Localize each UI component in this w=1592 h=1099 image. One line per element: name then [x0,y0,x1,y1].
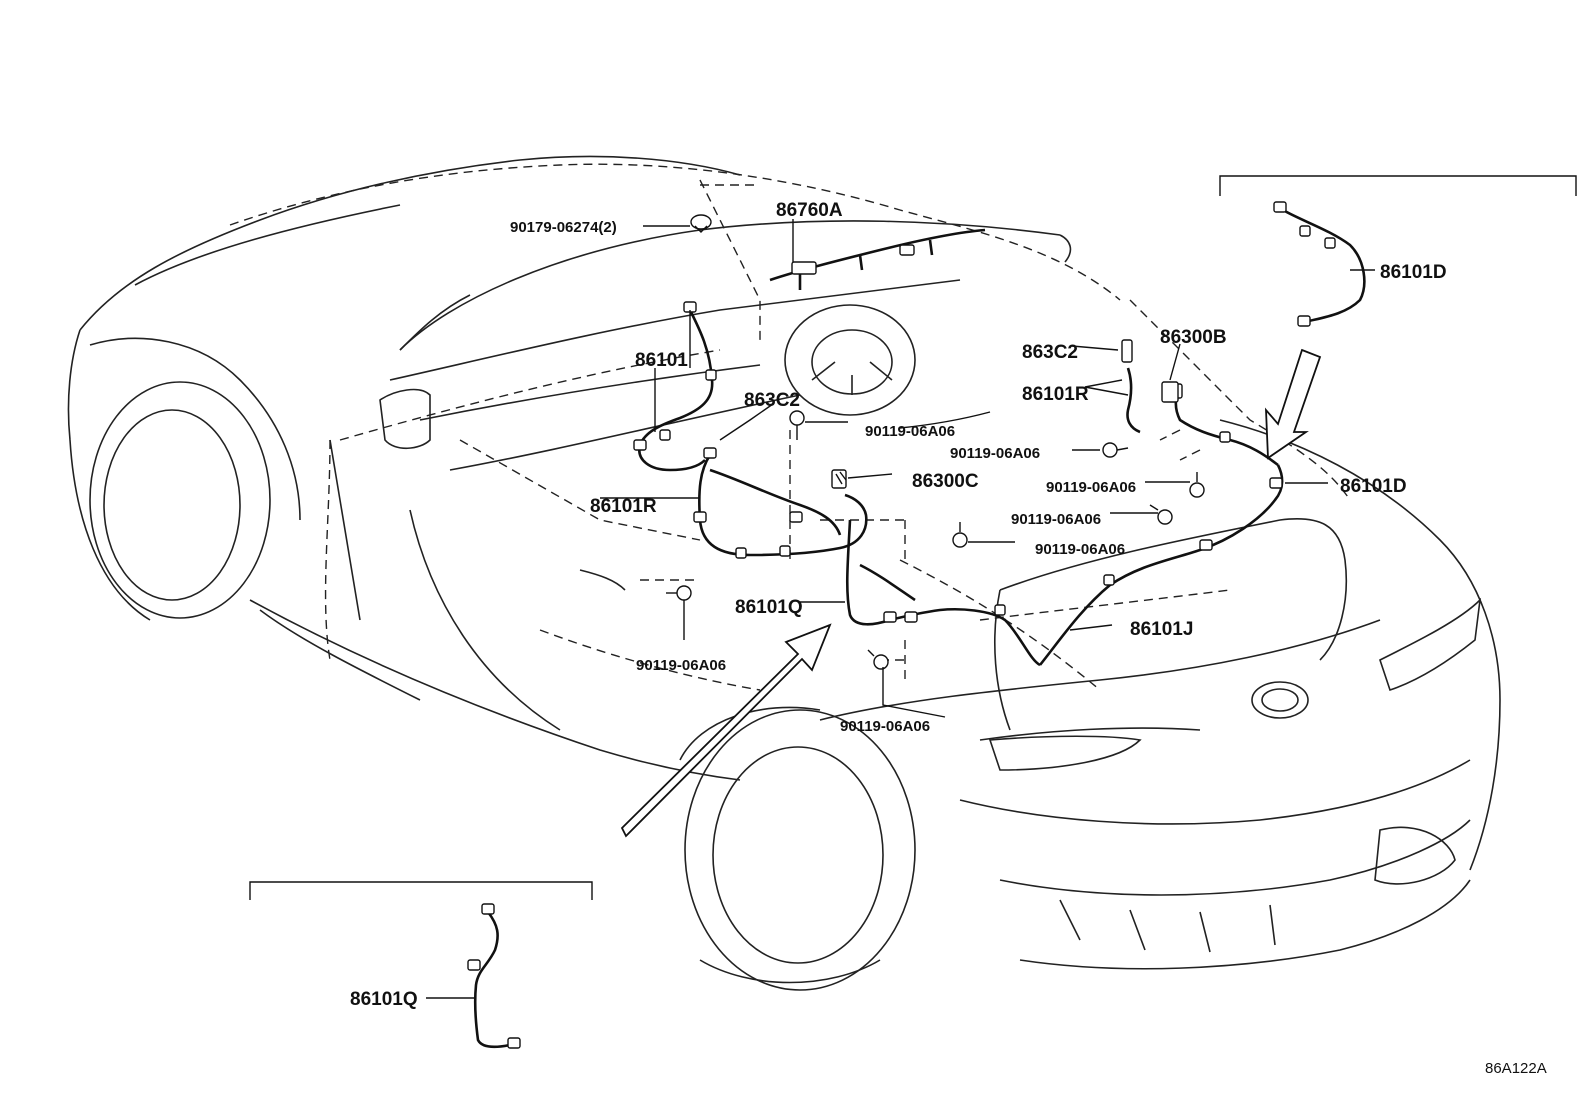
bolt-icons [666,214,1205,670]
label-86760A: 86760A [776,200,843,221]
phantom-lines [229,163,1351,691]
bolt-icon [867,649,889,670]
label-90119-center: 90119-06A06 [865,423,955,440]
sensor-86300B [1161,381,1179,403]
part-labels: 86760A 90179-06274(2) 86101 863C2 90119-… [350,200,1547,1077]
label-90119-right3: 90119-06A06 [1011,511,1101,528]
view-arrows [620,348,1322,838]
bolt-icon [1102,442,1129,458]
label-86300B: 86300B [1160,327,1227,348]
label-86101Q-center: 86101Q [735,597,803,618]
car-body-outline [67,155,1501,991]
label-863C2-right: 863C2 [1022,342,1078,363]
label-86101R-right: 86101R [1022,384,1089,405]
label-863C2-left: 863C2 [744,390,800,411]
label-86101: 86101 [635,350,688,371]
inset-top-right [1219,175,1577,327]
label-90119-bottomcenter: 90119-06A06 [840,718,930,735]
clip-icon [690,214,712,233]
inset-bottom-left [249,881,593,1049]
arrow-icon [1264,348,1322,460]
harness-86760A [769,228,986,290]
arrow-icon [620,623,832,838]
harness-86101R-right [1121,339,1141,434]
label-90119-right4: 90119-06A06 [1035,541,1125,558]
label-86101Q-inset: 86101Q [350,989,418,1010]
label-86101D-top: 86101D [1380,262,1447,283]
label-90179-06274: 90179-06274(2) [510,219,617,236]
label-86300C: 86300C [912,471,979,492]
bolt-icon [789,410,805,440]
label-90119-right2: 90119-06A06 [1046,479,1136,496]
bolt-icon [952,522,968,548]
label-90119-bottomleft: 90119-06A06 [636,657,726,674]
sensor-86300C [831,469,847,489]
label-90119-right1: 90119-06A06 [950,445,1040,462]
bolt-icon [1149,504,1173,525]
harness-86101J [1038,464,1284,666]
harness-86101 [633,301,717,472]
bolt-icon [666,585,692,601]
label-86101J: 86101J [1130,619,1193,640]
label-86101D-right: 86101D [1340,476,1407,497]
harness-86101D [1167,383,1279,467]
diagram-reference-code: 86A122A [1485,1060,1547,1077]
bolt-icon [1189,472,1205,498]
harness-86101R-left [693,447,868,559]
harness-86101Q [845,519,1041,667]
leader-lines [600,219,1375,718]
label-86101R-left: 86101R [590,496,657,517]
